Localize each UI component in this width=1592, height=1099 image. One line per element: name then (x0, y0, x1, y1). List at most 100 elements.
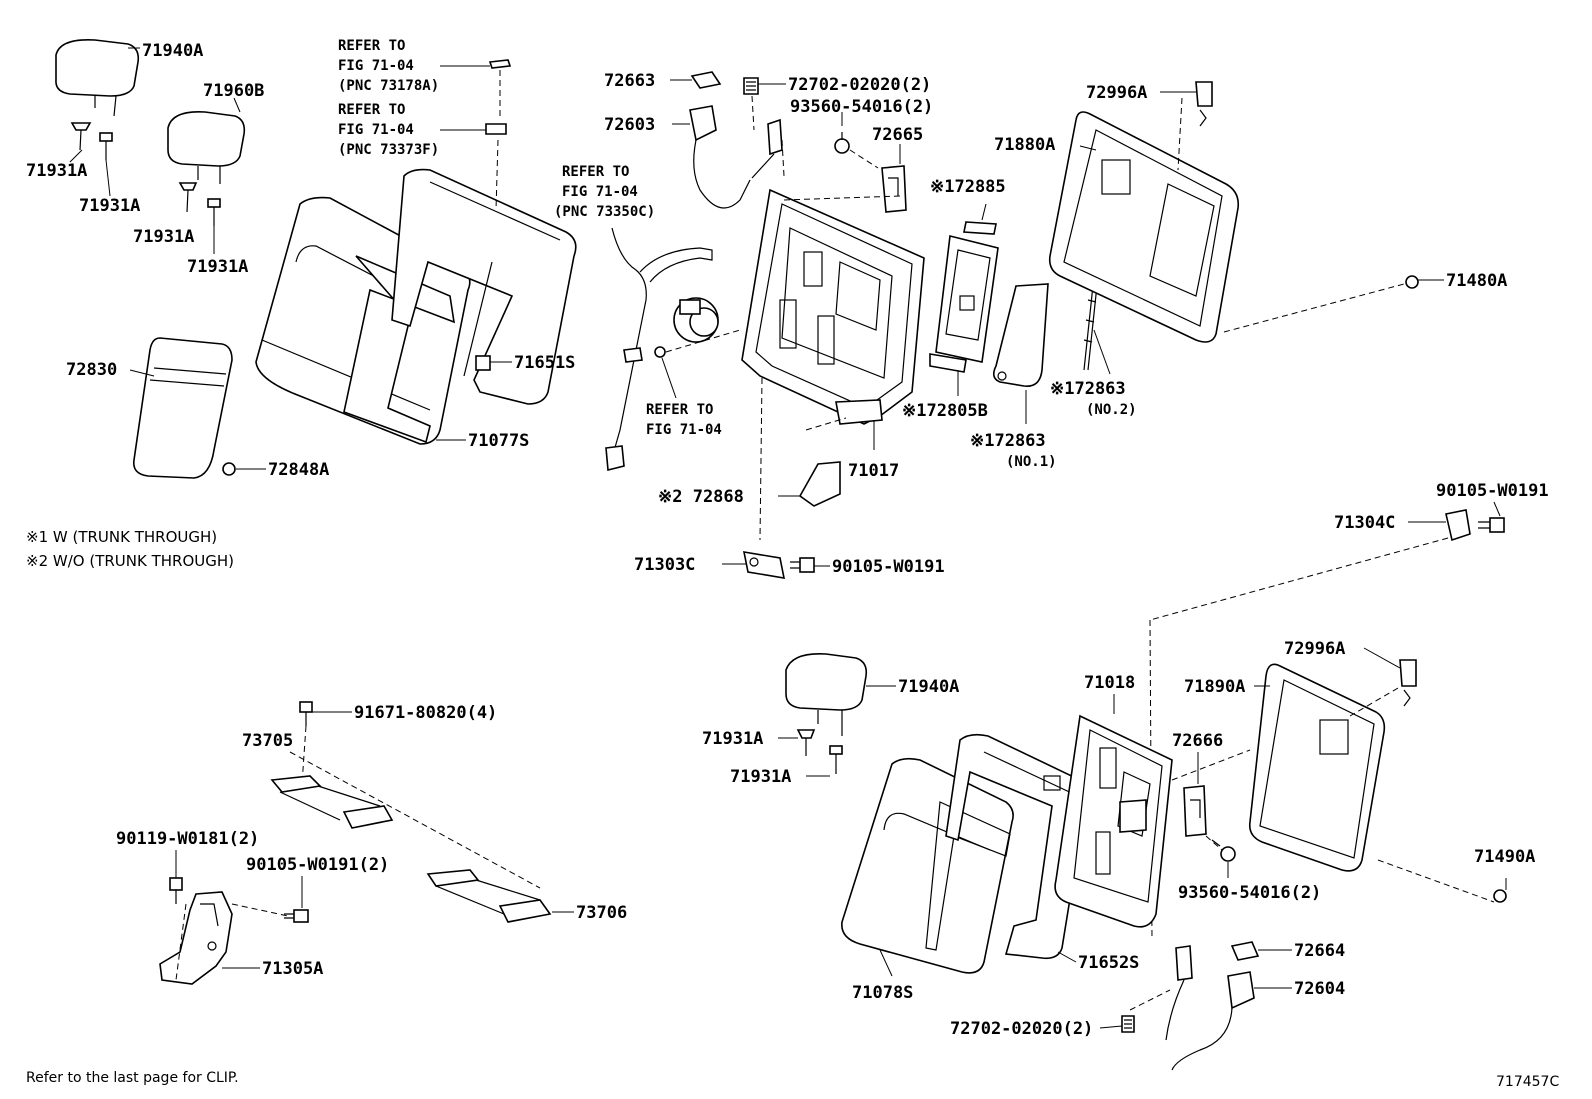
seatbelt-assembly (605, 227, 719, 472)
label-71940A-bottom: 71940A (898, 677, 959, 697)
screw-93560-top (834, 132, 850, 154)
refer-4-line2: FIG 71-04 (646, 422, 722, 438)
bolt-71931A-6 (829, 745, 843, 774)
seatback-cover-71078S (841, 757, 1014, 974)
headrest-71940A-top (55, 38, 140, 117)
label-71490A: 71490A (1474, 847, 1535, 867)
clip-71480A (1405, 275, 1419, 289)
bracket-71305A (159, 891, 233, 985)
part-72885 (963, 221, 997, 235)
label-72830: 72830 (66, 360, 117, 380)
bolt-71931A-3 (178, 182, 198, 213)
clip-72996A-bottom (1399, 659, 1417, 707)
refer-3-line3: (PNC 73350C) (554, 204, 655, 220)
label-72603: 72603 (604, 115, 655, 135)
bolt-91671 (299, 701, 313, 726)
screw-72702-bottom (1121, 1015, 1135, 1033)
bolt-90105-mid (790, 557, 815, 573)
label-71077S: 71077S (468, 431, 529, 451)
label-72665: 72665 (872, 125, 923, 145)
label-72664: 72664 (1294, 941, 1345, 961)
headrest-71940A-bottom (785, 653, 868, 736)
refer-2-line2: FIG 71-04 (338, 122, 414, 138)
bolt-90105-right (1478, 517, 1505, 533)
bracket-71304C (1445, 509, 1471, 542)
label-71931A-4: 71931A (187, 257, 248, 277)
clip-73178A (488, 59, 512, 69)
cover-72663 (690, 71, 722, 89)
label-90105-right: 90105-W0191 (1436, 481, 1549, 501)
bracket-72665 (881, 165, 907, 213)
bolt-90105-2 (284, 909, 309, 923)
label-71960B: 71960B (203, 81, 264, 101)
label-71880A: 71880A (994, 135, 1055, 155)
label-71480A: 71480A (1446, 271, 1507, 291)
refer-1-line1: REFER TO (338, 38, 405, 54)
label-72863-no2-sub: (NO.2) (1086, 402, 1137, 418)
label-72604: 72604 (1294, 979, 1345, 999)
label-71304C: 71304C (1334, 513, 1395, 533)
armrest-72830 (132, 337, 233, 479)
label-91671: 91671-80820(4) (354, 703, 497, 723)
bolt-71931A-1 (70, 122, 92, 151)
label-90105-mid: 90105-W0191 (832, 557, 945, 577)
label-72863-no1-sub: (NO.1) (1006, 454, 1057, 470)
label-71305A: 71305A (262, 959, 323, 979)
buckle-72604 (1165, 945, 1255, 1071)
refer-1-line3: (PNC 73178A) (338, 78, 439, 94)
label-72996A-bottom: 72996A (1284, 639, 1345, 659)
label-71931A-2: 71931A (79, 196, 140, 216)
screw-93560-bottom (1211, 839, 1236, 862)
label-71651S: 71651S (514, 353, 575, 373)
label-71652S: 71652S (1078, 953, 1139, 973)
label-71018: 71018 (1084, 673, 1135, 693)
bolt-71931A-2 (99, 132, 113, 160)
refer-4-line1: REFER TO (646, 402, 713, 418)
hinge-73705 (270, 775, 394, 829)
label-71931A-3: 71931A (133, 227, 194, 247)
label-73705: 73705 (242, 731, 293, 751)
label-72863-no2: ※172863 (1050, 379, 1126, 399)
label-71931A-6: 71931A (730, 767, 791, 787)
label-71017: 71017 (848, 461, 899, 481)
bracket-72868 (798, 461, 841, 507)
label-71890A: 71890A (1184, 677, 1245, 697)
backboard-71880A (1048, 111, 1240, 343)
bracket-71303C (742, 551, 786, 579)
label-72848A: 72848A (268, 460, 329, 480)
seatback-frame-71018 (1054, 714, 1173, 928)
nut-ref4 (654, 346, 666, 358)
seatback-pad-71651S (391, 168, 577, 405)
clip-72996A-top (1195, 81, 1213, 127)
note-1: ※1 W (TRUNK THROUGH) (26, 528, 217, 546)
pad-72805B (929, 235, 999, 373)
clip-72848A (222, 462, 236, 476)
label-90119: 90119-W0181(2) (116, 829, 259, 849)
label-71303C: 71303C (634, 555, 695, 575)
label-71931A-1: 71931A (26, 161, 87, 181)
refer-2-line3: (PNC 73373F) (338, 142, 439, 158)
clip-71490A (1493, 889, 1507, 903)
seatback-frame-71017 (741, 188, 925, 425)
label-72885: ※172885 (930, 177, 1006, 197)
screw-72702-top (743, 77, 759, 95)
label-71931A-5: 71931A (702, 729, 763, 749)
note-2: ※2 W/O (TRUNK THROUGH) (26, 552, 234, 570)
refer-1-line2: FIG 71-04 (338, 58, 414, 74)
footer-figure-id: 717457C (1496, 1074, 1559, 1090)
label-72996A-top: 72996A (1086, 83, 1147, 103)
label-93560-top: 93560-54016(2) (790, 97, 933, 117)
label-93560-bottom: 93560-54016(2) (1178, 883, 1321, 903)
label-72663: 72663 (604, 71, 655, 91)
cover-72664 (1230, 941, 1260, 961)
clip-73373F (485, 123, 507, 135)
refer-3-line1: REFER TO (562, 164, 629, 180)
refer-2-line1: REFER TO (338, 102, 405, 118)
hinge-73706 (426, 869, 552, 923)
label-72863-no1: ※172863 (970, 431, 1046, 451)
label-72702-bottom: 72702-02020(2) (950, 1019, 1093, 1039)
bolt-90119 (169, 877, 183, 904)
label-72805B: ※172805B (902, 401, 988, 421)
bolt-71931A-4 (207, 198, 221, 226)
